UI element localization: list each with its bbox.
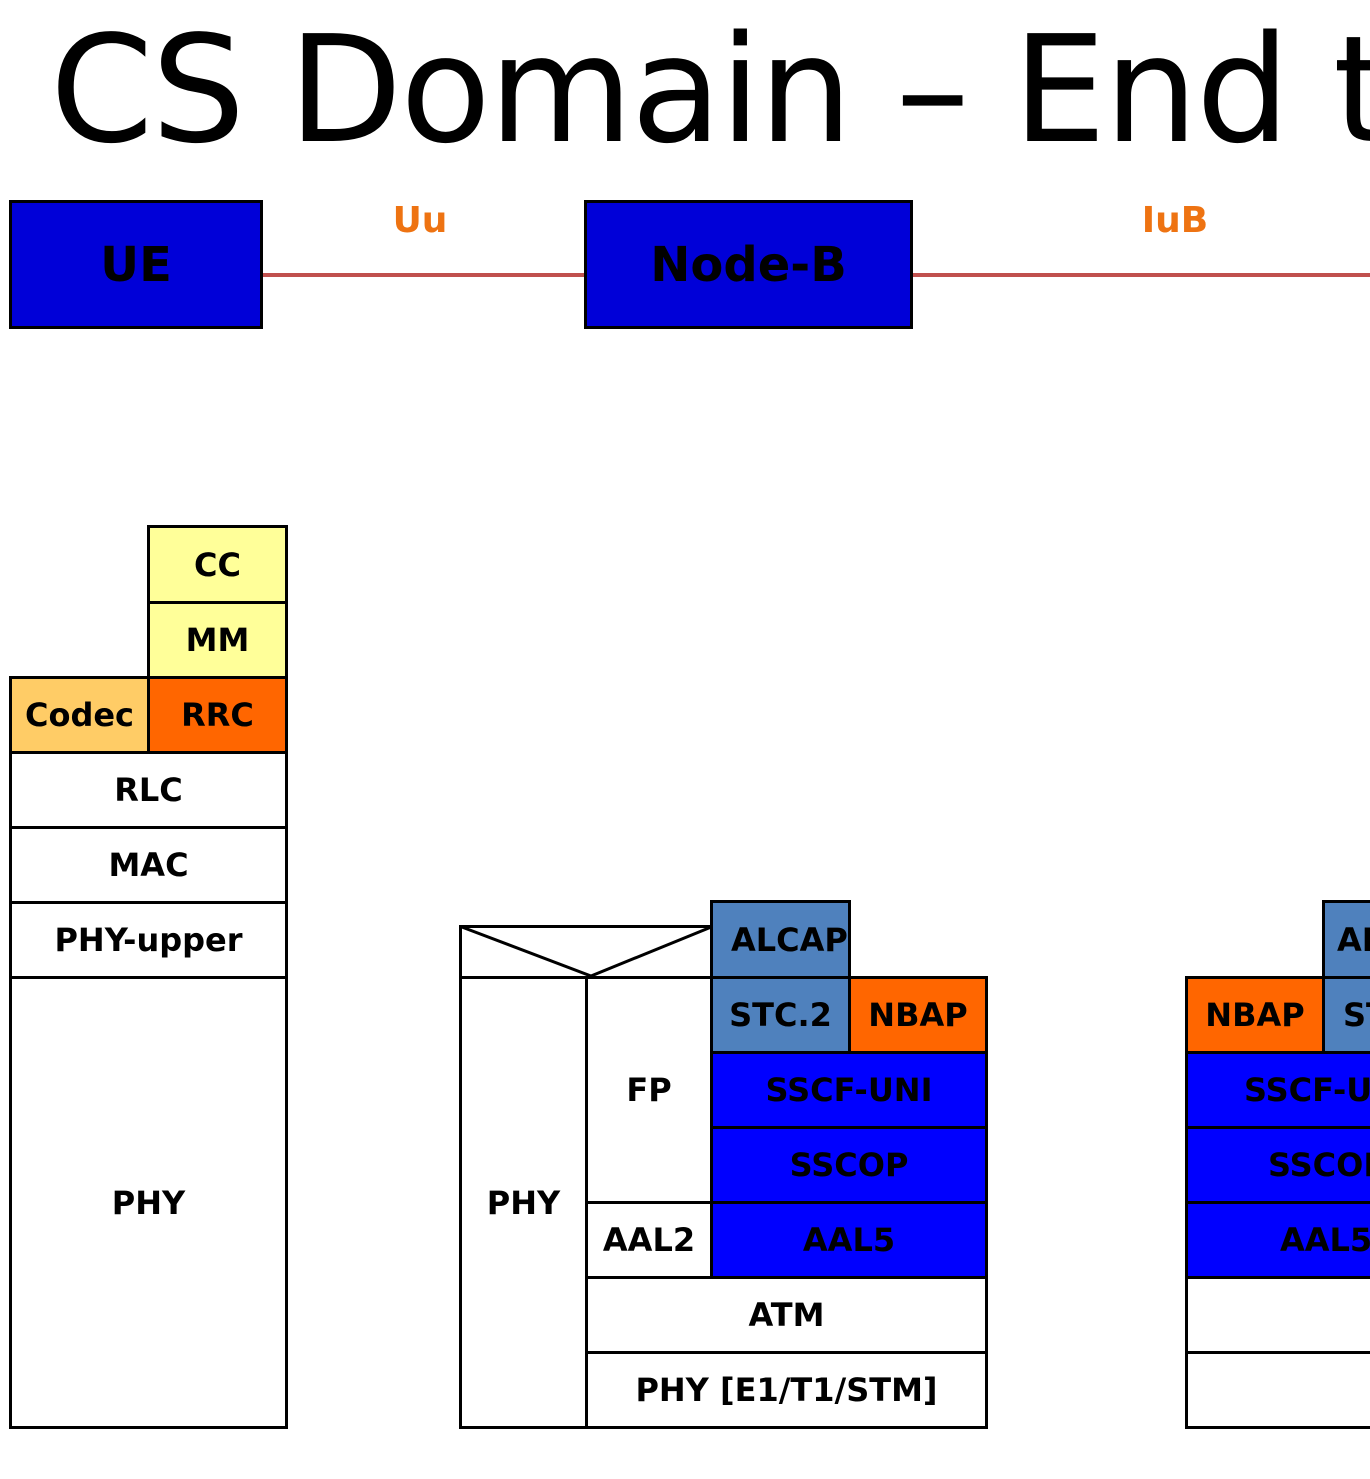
ue-cc-layer: CC — [147, 525, 288, 604]
iub-link — [913, 273, 1370, 277]
ue-node-label: UE — [100, 236, 172, 293]
ue-node: UE — [9, 200, 263, 329]
rnc-alcap-layer: AL — [1322, 900, 1370, 979]
ue-mac-layer: MAC — [9, 826, 288, 904]
nodeb-nbap-layer: NBAP — [848, 976, 988, 1054]
nodeb-node: Node-B — [584, 200, 913, 329]
nodeb-fp-layer: FP — [585, 976, 713, 1204]
nodeb-phy-transport-layer: PHY [E1/T1/STM] — [585, 1351, 988, 1429]
nodeb-aal5-layer: AAL5 — [710, 1201, 988, 1279]
rnc-stc2-layer: ST — [1322, 976, 1370, 1054]
ue-rrc-layer: RRC — [147, 676, 288, 754]
rnc-aal5-layer: AAL5 — [1185, 1201, 1370, 1279]
uu-interface-label: Uu — [392, 200, 448, 241]
ue-phy-layer: PHY — [9, 976, 288, 1429]
nodeb-aal2-layer: AAL2 — [585, 1201, 713, 1279]
nodeb-atm-layer: ATM — [585, 1276, 988, 1354]
nodeb-stc2-layer: STC.2 — [710, 976, 851, 1054]
nodeb-node-label: Node-B — [650, 236, 847, 293]
ue-rlc-layer: RLC — [9, 751, 288, 829]
uu-link — [263, 273, 585, 277]
nodeb-sscf-uni-layer: SSCF-UNI — [710, 1051, 988, 1129]
rnc-sscop-layer: SSCOP — [1185, 1126, 1370, 1204]
ue-codec-layer: Codec — [9, 676, 150, 754]
ue-phy-upper-layer: PHY-upper — [9, 901, 288, 979]
ue-mm-layer: MM — [147, 601, 288, 679]
nodeb-sscop-layer: SSCOP — [710, 1126, 988, 1204]
nodeb-alcap-layer: ALCAP — [710, 900, 851, 979]
rnc-nbap-layer: NBAP — [1185, 976, 1325, 1054]
nodeb-switch-symbol — [459, 925, 714, 980]
rnc-phy-transport-layer — [1185, 1351, 1370, 1429]
rnc-sscf-uni-layer: SSCF-UI — [1185, 1051, 1370, 1129]
rnc-atm-layer — [1185, 1276, 1370, 1354]
page-title: CS Domain – End t — [50, 4, 1370, 176]
nodeb-phy-layer: PHY — [459, 976, 588, 1429]
iub-interface-label: IuB — [1141, 200, 1209, 241]
